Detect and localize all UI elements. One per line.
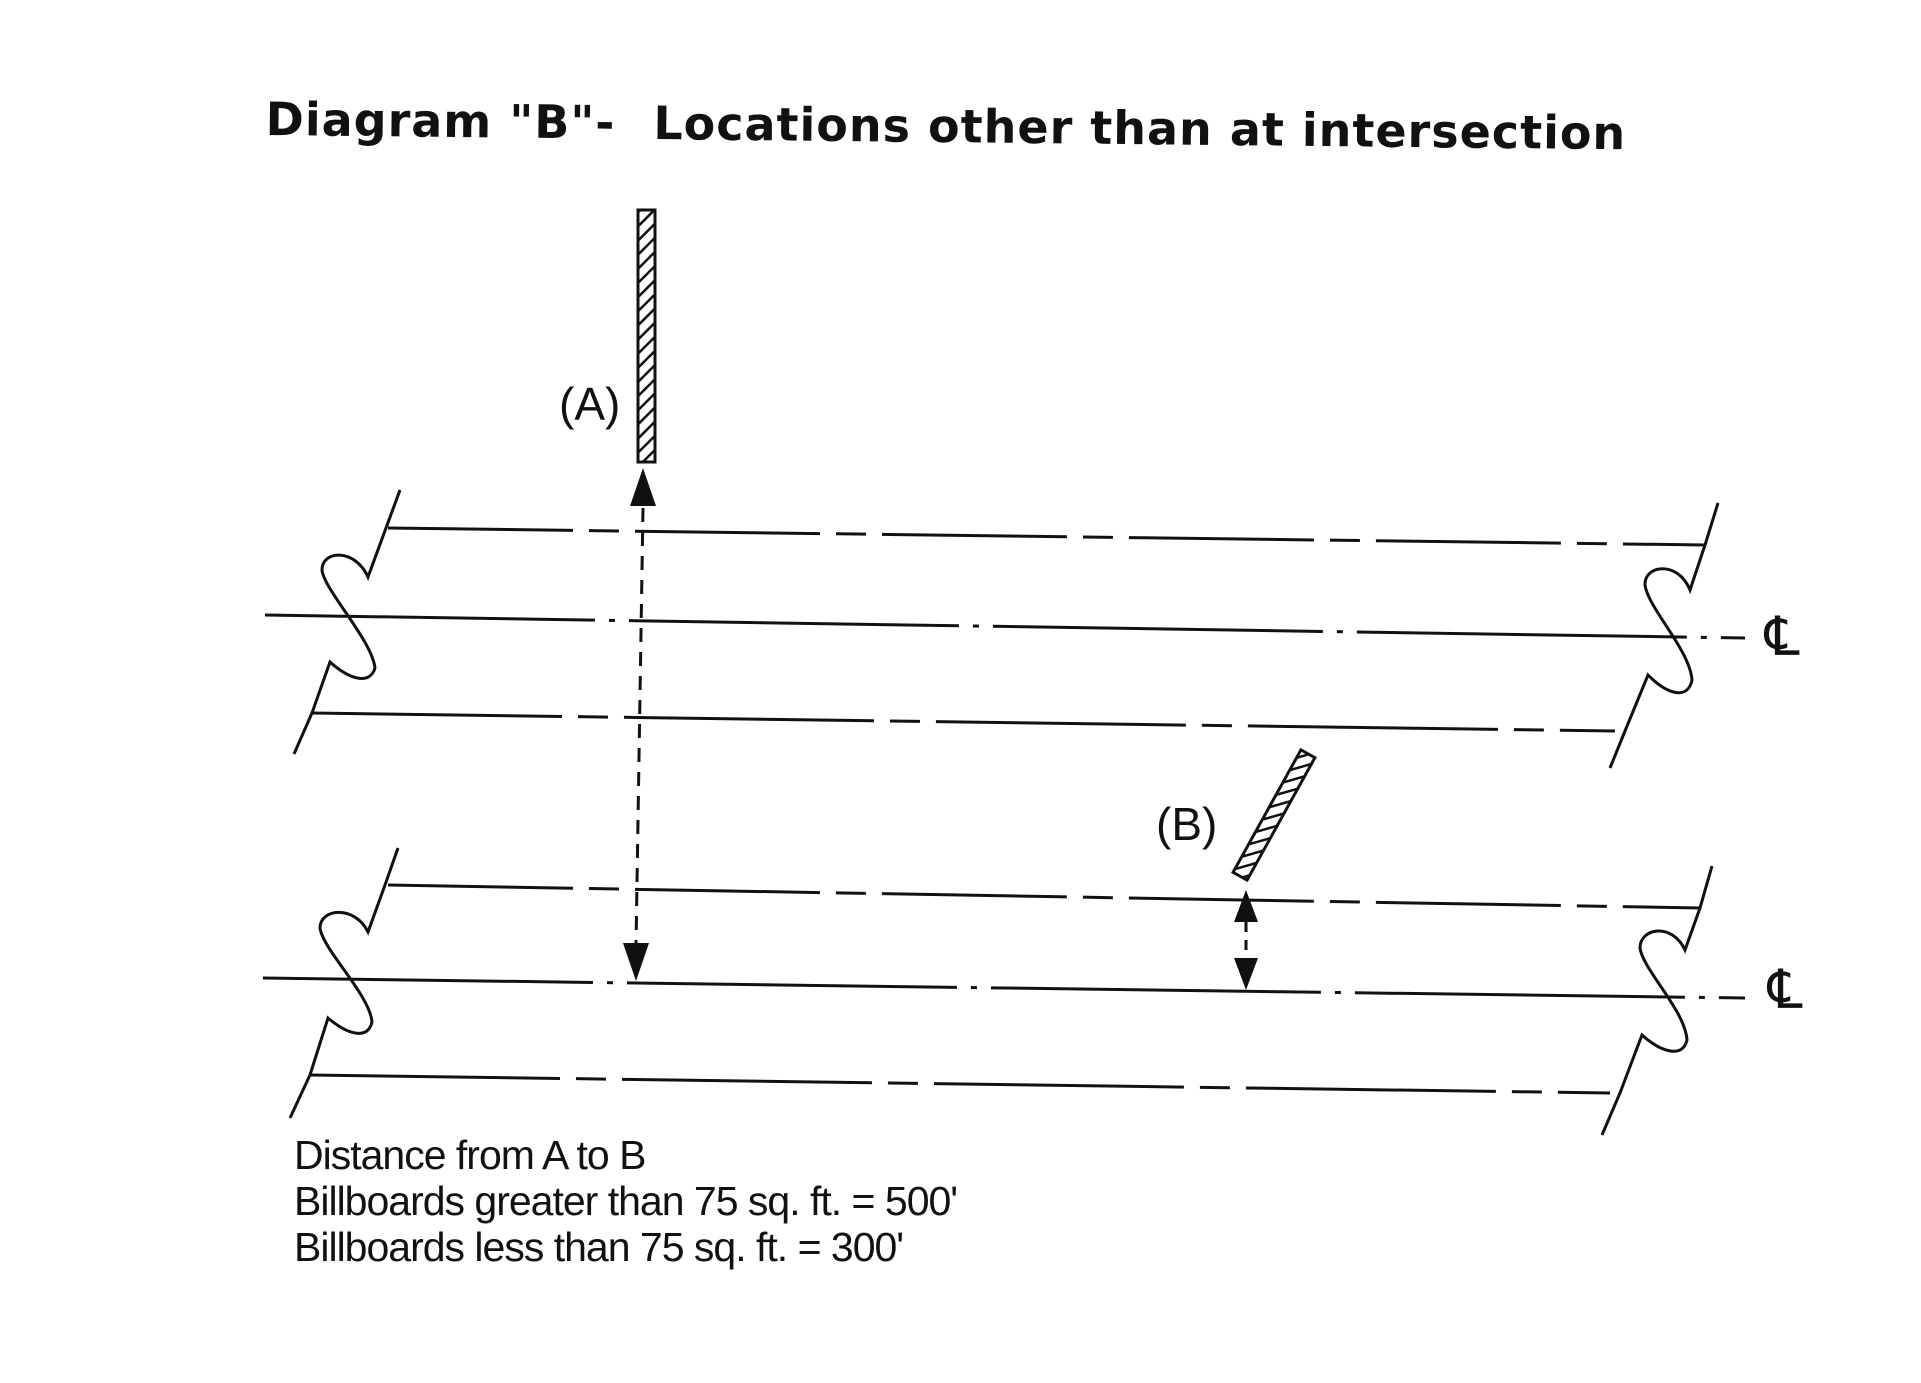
billboard-b <box>1231 747 1317 883</box>
billboard-a-label: (A) <box>559 378 620 430</box>
distance-notes: Distance from A to B Billboards greater … <box>294 1132 958 1270</box>
centerline-symbol-upper: ℄ <box>1763 607 1800 667</box>
upper-road <box>264 489 1746 769</box>
upper-road-left-break-line <box>292 489 402 755</box>
notes-line-2: Billboards greater than 75 sq. ft. = 500… <box>294 1178 958 1224</box>
billboard-b-label: (B) <box>1156 798 1217 850</box>
upper-road-bottom-edge <box>311 711 1616 733</box>
billboard-a <box>636 208 657 464</box>
dimension-line-a <box>634 507 645 946</box>
lower-road-centerline <box>262 976 1746 1000</box>
lower-road-right-break-line <box>1600 865 1714 1136</box>
notes-line-1: Distance from A to B <box>294 1132 646 1178</box>
dimension-a-arrowhead-down <box>623 943 649 981</box>
dimension-b-arrowhead-up <box>1234 890 1258 922</box>
lower-road-left-break-line <box>288 847 400 1119</box>
notes-line-3: Billboards less than 75 sq. ft. = 300' <box>294 1224 904 1270</box>
lower-road <box>262 847 1746 1136</box>
lower-road-bottom-edge <box>309 1073 1611 1095</box>
dimension-b-arrowhead-down <box>1234 958 1258 990</box>
dimension-a-arrowhead-up <box>630 468 656 506</box>
upper-road-right-break-line <box>1608 502 1720 769</box>
upper-road-top-edge <box>387 526 1706 547</box>
upper-road-centerline <box>264 613 1746 640</box>
lower-road-top-edge <box>387 883 1701 910</box>
centerline-symbol-lower: ℄ <box>1766 960 1803 1020</box>
